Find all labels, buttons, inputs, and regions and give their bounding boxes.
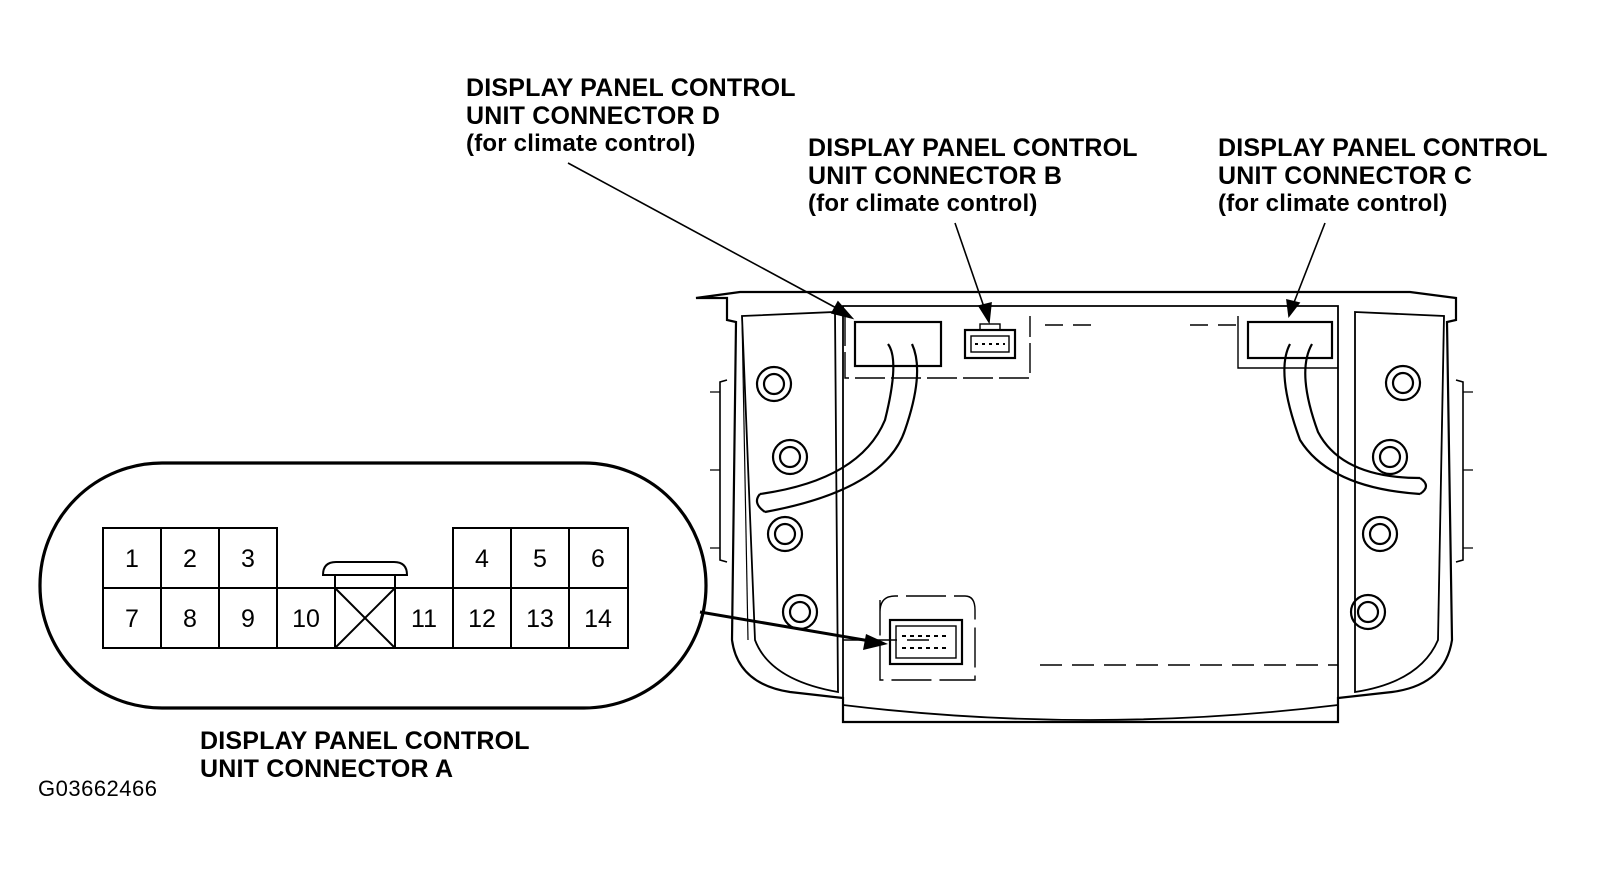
connector-a-label-line2: UNIT CONNECTOR A bbox=[200, 755, 454, 783]
connector-c-label-line2: UNIT CONNECTOR C bbox=[1218, 162, 1473, 190]
pin-label: 13 bbox=[526, 605, 554, 633]
connector-c-icon bbox=[1237, 316, 1338, 369]
connector-b-label-line3: (for climate control) bbox=[808, 190, 1038, 217]
pin-label: 3 bbox=[241, 545, 255, 573]
mounting-screw-icon bbox=[755, 365, 819, 631]
display-panel-unit bbox=[695, 290, 1473, 724]
pin-label: 4 bbox=[475, 545, 489, 573]
pin-label: 12 bbox=[468, 605, 496, 633]
connector-d-label: DISPLAY PANEL CONTROL UNIT CONNECTOR D (… bbox=[466, 74, 796, 158]
connector-d-icon bbox=[844, 316, 1031, 379]
pin-label: 5 bbox=[533, 545, 547, 573]
pin-label: 6 bbox=[591, 545, 605, 573]
connector-b-label: DISPLAY PANEL CONTROL UNIT CONNECTOR B (… bbox=[808, 134, 1138, 218]
pin-label: 14 bbox=[584, 605, 612, 633]
connector-b-icon bbox=[963, 323, 1017, 360]
pin-label: 1 bbox=[125, 545, 139, 573]
leader-lines bbox=[567, 162, 1326, 325]
connector-b-label-line2: UNIT CONNECTOR B bbox=[808, 162, 1063, 190]
connector-a-label-line1: DISPLAY PANEL CONTROL bbox=[200, 727, 530, 755]
wire-harness bbox=[755, 343, 1428, 514]
connector-d-label-line2: UNIT CONNECTOR D bbox=[466, 102, 721, 130]
pin-label: 9 bbox=[241, 605, 255, 633]
pin-label: 8 bbox=[183, 605, 197, 633]
pin-label: 7 bbox=[125, 605, 139, 633]
connector-a-icon bbox=[879, 595, 976, 681]
connector-d-label-line1: DISPLAY PANEL CONTROL bbox=[466, 74, 796, 102]
connector-d-label-line3: (for climate control) bbox=[466, 130, 696, 157]
pin-label: 10 bbox=[292, 605, 320, 633]
pin-label: 11 bbox=[411, 605, 437, 633]
connector-a-label: DISPLAY PANEL CONTROL UNIT CONNECTOR A bbox=[200, 727, 530, 783]
pin-label: 2 bbox=[183, 545, 197, 573]
connector-c-label: DISPLAY PANEL CONTROL UNIT CONNECTOR C (… bbox=[1218, 134, 1548, 218]
connector-a-callout: 1 2 3 4 5 6 7 8 9 10 11 12 13 14 bbox=[38, 461, 888, 710]
connector-c-label-line3: (for climate control) bbox=[1218, 190, 1448, 217]
mounting-screw-icon bbox=[1349, 364, 1422, 631]
connector-b-label-line1: DISPLAY PANEL CONTROL bbox=[808, 134, 1138, 162]
connector-c-label-line1: DISPLAY PANEL CONTROL bbox=[1218, 134, 1548, 162]
figure-id: G03662466 bbox=[38, 776, 158, 801]
